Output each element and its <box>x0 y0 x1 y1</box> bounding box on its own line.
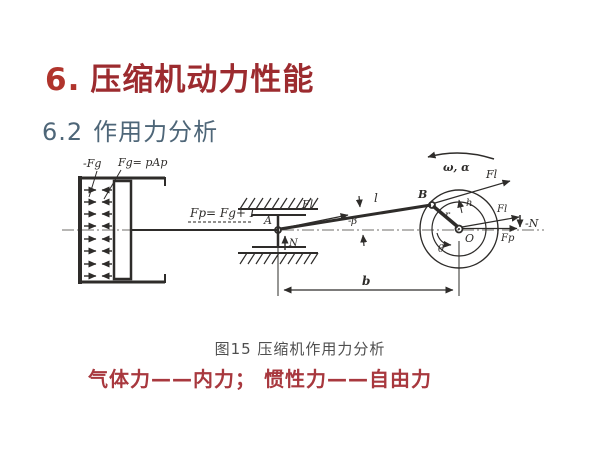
label-rod-length: l <box>374 191 378 205</box>
label-neg-n: -N <box>525 217 539 230</box>
label-neg-fg: -Fg <box>83 157 101 170</box>
label-fl-rod: Fl <box>301 198 314 211</box>
label-n: N <box>288 238 299 249</box>
conclusion-text: 气体力——内力； 惯性力——自由力 <box>88 367 432 391</box>
crosshead-group <box>274 216 289 250</box>
label-omega: ω, α <box>443 161 470 174</box>
upper-guide <box>238 197 319 216</box>
label-r: r <box>445 210 451 221</box>
slide-title-number: 6. <box>45 62 81 98</box>
beta-angle <box>355 195 368 247</box>
compressor-force-diagram: -Fg Fg= pAp Fp= Fg+ I <box>55 146 555 318</box>
diagram-svg: -Fg Fg= pAp Fp= Fg+ I <box>62 151 544 296</box>
label-theta: θ <box>438 244 444 255</box>
slide-title: 6.压缩机动力性能 <box>45 54 314 99</box>
force-triangle <box>461 214 524 232</box>
figure-caption: 图15 压缩机作用力分析 <box>214 340 386 358</box>
slide-subtitle-number: 6.2 <box>42 118 84 146</box>
label-fp: Fp <box>500 233 515 244</box>
rotation-arrow <box>427 151 495 160</box>
cylinder-group <box>78 176 166 284</box>
label-point-b: B <box>417 188 427 201</box>
label-fl-ext: Fl <box>485 168 498 181</box>
label-h: h <box>466 198 472 209</box>
fl-vector-on-rod <box>283 213 349 229</box>
dimension-b <box>277 248 454 296</box>
fl-extension-vector <box>434 179 511 204</box>
slide-subtitle: 6.2 作用力分析 <box>42 112 218 147</box>
label-fg: Fg= pAp <box>117 156 167 169</box>
leader-fg <box>103 169 122 200</box>
gas-pressure-arrows <box>84 186 112 280</box>
label-point-o: O <box>465 232 474 245</box>
slide-title-text: 压缩机动力性能 <box>90 62 315 98</box>
crank-circle-group <box>419 189 499 296</box>
label-point-a: A <box>263 214 272 227</box>
leader-neg-fg <box>88 170 98 198</box>
label-beta: -β <box>348 216 357 227</box>
label-fl-triangle: Fl <box>496 204 507 215</box>
slide-subtitle-text: 作用力分析 <box>93 118 219 146</box>
connecting-rod <box>279 203 432 231</box>
label-b: b <box>362 274 370 288</box>
